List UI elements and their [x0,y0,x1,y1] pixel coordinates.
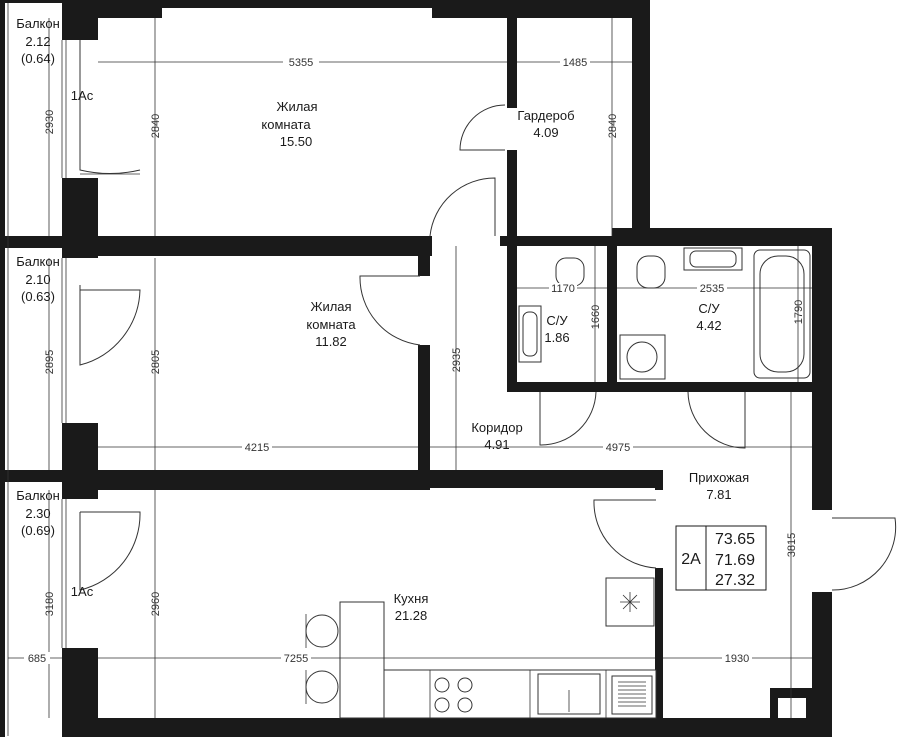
living1-area: 15.50 [280,134,313,149]
wardrobe-area: 4.09 [533,125,558,140]
ac-marker-1: 1Ас [71,88,94,103]
dim-1660: 1660 [590,305,602,329]
total-area: 73.65 [715,531,755,548]
wardrobe-name: Гардероб [517,108,574,123]
dim-685: 685 [28,653,46,665]
dim-2840-b: 2840 [607,114,619,138]
living2-name1: Жилая [310,299,351,314]
dim-3180: 3180 [44,592,56,616]
balcony1-area2: (0.64) [21,51,55,66]
balcony1-name: Балкон [16,16,60,31]
dim-1170: 1170 [551,283,575,295]
dimension-lines [8,18,812,718]
kitchen-area: 21.28 [395,608,428,623]
balcony3-name: Балкон [16,488,60,503]
hallway-name: Прихожая [689,470,749,485]
balcony2-name: Балкон [16,254,60,269]
living2-area: 11.82 [315,334,347,349]
living2-name2: комната [306,317,356,332]
balcony3-area2: (0.69) [21,523,55,538]
bath-small-name: С/У [546,313,568,328]
balcony3-area: 2.30 [25,506,50,521]
dim-2840-a: 2840 [150,114,162,138]
living1-name1: Жилая [276,99,317,114]
dim-4975: 4975 [606,442,630,454]
dim-4215: 4215 [245,442,269,454]
dim-3815: 3815 [786,533,798,557]
residential-area: 27.32 [715,572,755,589]
walls [0,0,832,737]
apartment-type: 2А [681,551,701,568]
dim-2935: 2935 [451,348,463,372]
dim-5355: 5355 [289,57,313,69]
kitchen-name: Кухня [394,591,429,606]
balcony2-area: 2.10 [25,272,50,287]
bath-small-area: 1.86 [544,330,569,345]
dim-2895: 2895 [44,350,56,374]
hallway-area: 7.81 [706,487,731,502]
living-area: 71.69 [715,552,755,569]
dim-1930: 1930 [725,653,749,665]
room-labels: Балкон 2.12 (0.64) Балкон 2.10 (0.63) Ба… [16,16,749,623]
dim-2930: 2930 [44,110,56,134]
bath-large-area: 4.42 [696,318,721,333]
balcony1-area: 2.12 [25,34,50,49]
dim-7255: 7255 [284,653,308,665]
dim-2535: 2535 [700,283,724,295]
bath-large-name: С/У [698,301,720,316]
dimension-labels: 5355 1485 2930 2840 2840 1170 2535 1660 … [24,56,805,665]
interior-doors [359,104,897,591]
corridor-area: 4.91 [484,437,509,452]
ac-marker-2: 1Ас [71,584,94,599]
fixtures [305,247,811,719]
area-summary: 2А 73.65 71.69 27.32 [681,531,755,589]
balcony2-area2: (0.63) [21,289,55,304]
dim-2805: 2805 [150,350,162,374]
living1-name2: комната [261,117,311,132]
corridor-name: Коридор [471,420,522,435]
dim-1485: 1485 [563,57,587,69]
dim-1790: 1790 [793,300,805,324]
balcony-windows [7,3,141,736]
dim-2960: 2960 [150,592,162,616]
